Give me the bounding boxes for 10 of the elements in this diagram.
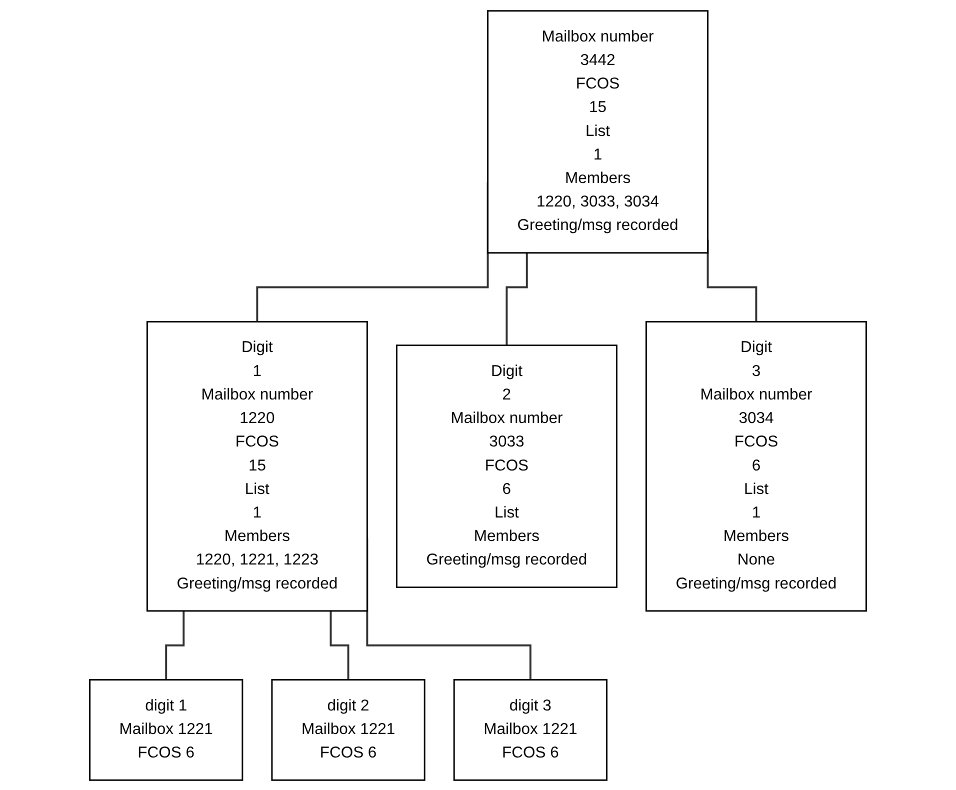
connector bbox=[506, 252, 528, 346]
node-box: digit 2 Mailbox 1221 FCOS 6 bbox=[271, 678, 426, 780]
node-box: Digit 1 Mailbox number 1220 FCOS 15 List 1 Members 1220, 1221, 1223 Greeting/msg recorded bbox=[146, 320, 368, 612]
node-box: Mailbox number 3442 FCOS 15 List 1 Members 1220, 3033, 3034 Greeting/msg recorded bbox=[487, 10, 709, 254]
connector bbox=[165, 610, 185, 680]
node-box: Digit 3 Mailbox number 3034 FCOS 6 List 1 Members None Greeting/msg recorded bbox=[645, 320, 867, 612]
node-box: Digit 2 Mailbox number 3033 FCOS 6 List Members Greeting/msg recorded bbox=[396, 344, 618, 588]
node-box: digit 3 Mailbox 1221 FCOS 6 bbox=[453, 678, 608, 780]
node-box: digit 1 Mailbox 1221 FCOS 6 bbox=[89, 678, 244, 780]
connector bbox=[330, 610, 350, 680]
